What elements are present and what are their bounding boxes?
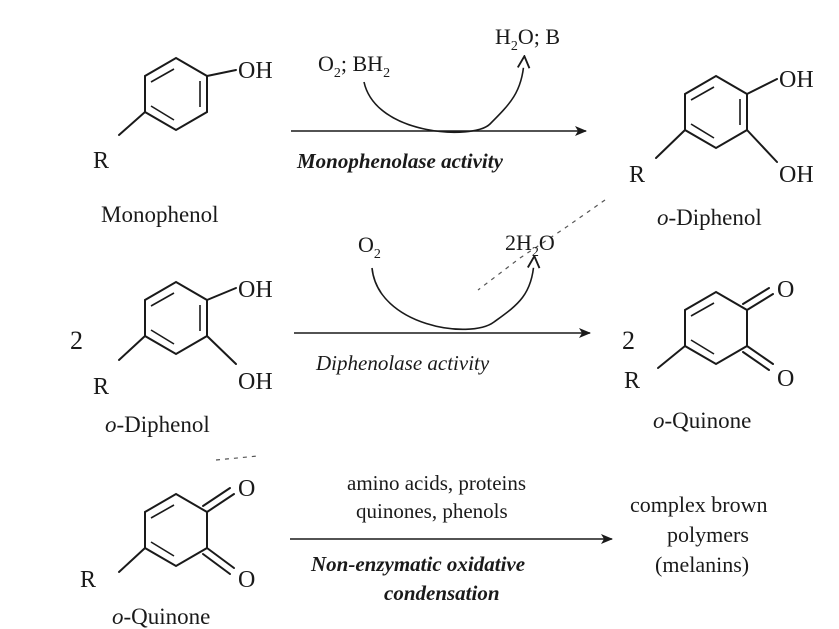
- o-quinone-product-o1: O: [777, 277, 794, 303]
- o-diphenol-substrate-oh1: OH: [238, 277, 273, 303]
- diphenolase-byproduct: 2H2O: [505, 230, 555, 260]
- o-quinone-substrate-name: o-Quinone: [112, 604, 210, 629]
- diphenolase-cosubstrate: O2: [358, 232, 381, 262]
- melanin-product-line2: polymers: [667, 522, 749, 547]
- condensation-activity-line1: Non-enzymatic oxidative: [310, 552, 525, 576]
- monophenol-structure: [118, 56, 237, 136]
- o-diphenol-substrate-structure: [118, 280, 237, 365]
- condensation-activity-line2: condensation: [384, 581, 500, 605]
- o-quinone-product-structure: [657, 287, 774, 371]
- o-diphenol-substrate-r: R: [93, 374, 109, 400]
- monophenol-r-label: R: [93, 148, 109, 174]
- scan-artifact-dash: [215, 455, 259, 461]
- o-quinone-substrate-o2: O: [238, 567, 255, 593]
- o-diphenol-coefficient: 2: [70, 326, 83, 355]
- o-quinone-product-name: o-Quinone: [653, 408, 751, 433]
- diphenolase-activity-label: Diphenolase activity: [315, 351, 490, 375]
- monophenolase-cosubstrate: O2; BH2: [318, 51, 390, 81]
- o-quinone-product-o2: O: [777, 366, 794, 392]
- o-diphenol-product-structure: [655, 74, 778, 163]
- diphenolase-curved-arrow: [371, 262, 534, 331]
- scan-artifact-line: [477, 199, 606, 291]
- o-quinone-coefficient: 2: [622, 326, 635, 355]
- monophenolase-activity-label: Monophenolase activity: [296, 149, 504, 173]
- o-quinone-substrate-r: R: [80, 567, 96, 593]
- o-quinone-product-r: R: [624, 368, 640, 394]
- monophenol-name: Monophenol: [101, 202, 219, 227]
- condensation-reagents-line1: amino acids, proteins: [347, 471, 526, 495]
- o-diphenol-substrate-name: o-Diphenol: [105, 412, 210, 437]
- melanin-product-line3: (melanins): [655, 552, 749, 577]
- o-diphenol-product-r: R: [629, 162, 645, 188]
- melanin-product-line1: complex brown: [630, 492, 767, 517]
- o-diphenol-product-name: o-Diphenol: [657, 205, 762, 230]
- o-quinone-substrate-structure: [118, 487, 235, 575]
- condensation-reagents-line2: quinones, phenols: [356, 499, 508, 523]
- o-quinone-substrate-o1: O: [238, 476, 255, 502]
- monophenolase-byproduct: H2O; B: [495, 24, 560, 54]
- o-diphenol-product-oh1: OH: [779, 67, 814, 93]
- o-diphenol-product-oh2: OH: [779, 162, 814, 188]
- monophenolase-curved-arrow: [363, 62, 524, 133]
- o-diphenol-substrate-oh2: OH: [238, 369, 273, 395]
- monophenol-oh-label: OH: [238, 58, 273, 84]
